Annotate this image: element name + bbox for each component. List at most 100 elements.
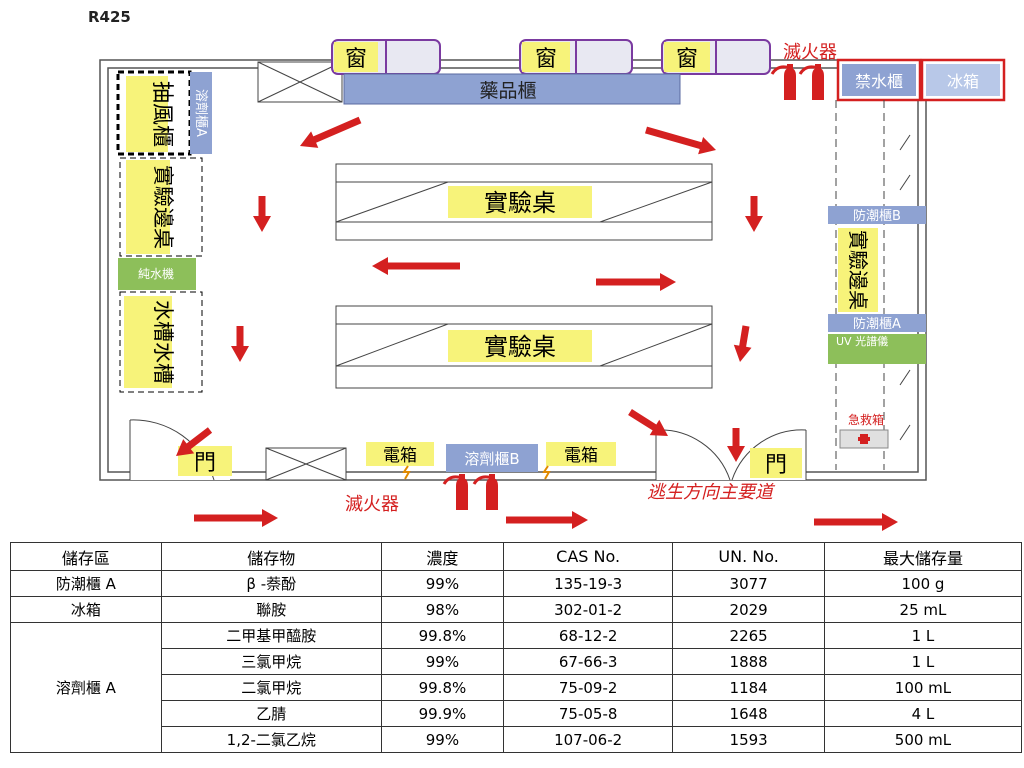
cell-max: 500 mL	[823, 726, 1023, 753]
svg-text:門: 門	[194, 451, 216, 476]
table-header-cell: CAS No.	[502, 542, 674, 571]
arrow-icon	[727, 428, 745, 462]
lightning-icon	[542, 465, 551, 480]
dry-cabinet-b: 防潮櫃B	[828, 206, 926, 224]
uv-spectrometer: UV 光譜儀	[828, 334, 926, 364]
cell-conc: 99.9%	[380, 700, 504, 727]
arrow-icon	[628, 409, 668, 436]
electric-box-right: 電箱	[542, 442, 616, 480]
table-header-cell: 儲存區	[10, 542, 162, 571]
svg-text:溶劑櫃A: 溶劑櫃A	[193, 89, 209, 137]
svg-text:水槽水槽: 水槽水槽	[151, 300, 175, 384]
cell-cas: 135-19-3	[502, 570, 674, 597]
svg-text:冰箱: 冰箱	[947, 72, 979, 91]
arrow-icon	[253, 196, 271, 232]
cell-un: 1648	[672, 700, 825, 727]
svg-text:藥品櫃: 藥品櫃	[479, 80, 536, 102]
cell-cas: 75-05-8	[502, 700, 674, 727]
svg-text:抽風櫃: 抽風櫃	[149, 81, 174, 147]
svg-text:急救箱: 急救箱	[848, 412, 884, 427]
cell-cas: 302-01-2	[502, 596, 674, 623]
right-shelving	[835, 100, 911, 470]
escape-route-label: 逃生方向主要道	[647, 482, 776, 503]
escape-arrows	[176, 116, 898, 531]
cell-un: 2029	[672, 596, 825, 623]
fire-extinguisher-label-bottom: 滅火器	[345, 494, 399, 515]
cell-cas: 67-66-3	[502, 648, 674, 675]
cell-substance: β -萘酚	[160, 570, 382, 597]
lab-bench-2: 實驗桌	[335, 305, 713, 389]
cell-max: 100 g	[823, 570, 1023, 597]
fume-hood: 抽風櫃	[116, 70, 192, 156]
lightning-icon	[402, 465, 411, 480]
svg-text:門: 門	[765, 453, 787, 478]
cell-un: 2265	[672, 622, 825, 649]
svg-text:防潮櫃B: 防潮櫃B	[853, 208, 901, 224]
storage-area-cell: 冰箱	[10, 596, 162, 623]
walls	[99, 59, 927, 481]
cell-conc: 99.8%	[380, 622, 504, 649]
side-bench-right: 實驗邊桌	[838, 228, 878, 312]
svg-text:防潮櫃A: 防潮櫃A	[853, 316, 901, 332]
cell-max: 4 L	[823, 700, 1023, 727]
svg-text:純水機: 純水機	[138, 266, 174, 281]
cell-conc: 99.8%	[380, 674, 504, 701]
cell-conc: 99%	[380, 726, 504, 753]
window-3: 窗	[661, 39, 771, 75]
svg-text:禁水櫃: 禁水櫃	[855, 72, 903, 91]
window-3-label: 窗	[676, 47, 698, 72]
cell-substance: 乙腈	[160, 700, 382, 727]
cell-substance: 三氯甲烷	[160, 648, 382, 675]
svg-text:實驗邊桌: 實驗邊桌	[846, 230, 870, 310]
arrow-icon	[733, 325, 752, 362]
arrow-icon	[372, 257, 460, 275]
cell-substance: 二氯甲烷	[160, 674, 382, 701]
electric-box-left: 電箱	[366, 442, 434, 480]
cell-un: 1184	[672, 674, 825, 701]
cell-un: 1888	[672, 648, 825, 675]
lab-bench-1: 實驗桌	[335, 163, 713, 241]
arrow-icon	[231, 326, 249, 362]
window-1: 窗	[331, 39, 441, 75]
svg-text:實驗邊桌: 實驗邊桌	[151, 165, 175, 249]
sink: 水槽水槽	[119, 291, 203, 393]
no-water-cabinet: 禁水櫃	[836, 58, 922, 102]
cell-cas: 107-06-2	[502, 726, 674, 753]
arrow-icon	[506, 511, 588, 529]
table-header-cell: UN. No.	[672, 542, 825, 571]
refrigerator: 冰箱	[920, 58, 1006, 102]
arrow-icon	[645, 126, 716, 155]
svg-text:溶劑櫃B: 溶劑櫃B	[464, 450, 519, 468]
arrow-icon	[814, 513, 898, 531]
svg-text:電箱: 電箱	[383, 446, 417, 466]
storage-area-cell: 防潮櫃 A	[10, 570, 162, 597]
storage-area-cell: 溶劑櫃 A	[10, 622, 162, 753]
arrow-icon	[745, 196, 763, 232]
fire-extinguisher-icon	[770, 62, 826, 102]
cell-un: 3077	[672, 570, 825, 597]
cell-cas: 68-12-2	[502, 622, 674, 649]
cell-max: 25 mL	[823, 596, 1023, 623]
cell-conc: 99%	[380, 648, 504, 675]
cell-max: 100 mL	[823, 674, 1023, 701]
arrow-icon	[300, 116, 362, 148]
arrow-icon	[176, 427, 213, 456]
cell-conc: 98%	[380, 596, 504, 623]
fire-extinguisher-label-top: 滅火器	[783, 42, 837, 63]
dry-cabinet-a: 防潮櫃A	[828, 314, 926, 332]
solvent-cabinet-b: 溶劑櫃B	[446, 444, 538, 472]
window-2: 窗	[519, 39, 633, 75]
cell-substance: 1,2-二氯乙烷	[160, 726, 382, 753]
medicine-cabinet: 藥品櫃	[343, 73, 681, 105]
right-door: 門	[655, 429, 807, 481]
svg-text:實驗桌: 實驗桌	[484, 189, 556, 217]
window-1-label: 窗	[345, 47, 367, 72]
table-header-cell: 儲存物	[160, 542, 382, 571]
